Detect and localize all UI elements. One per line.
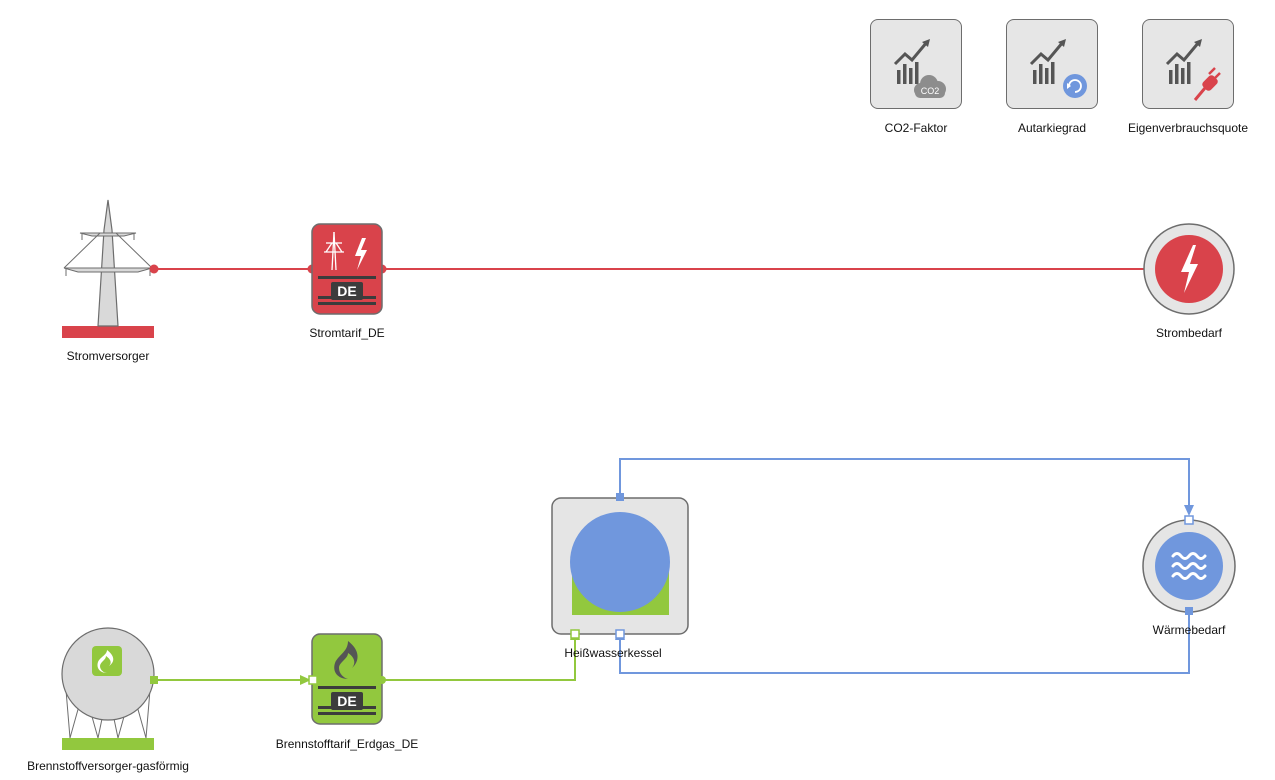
stromversorger-base xyxy=(62,326,154,338)
kpi-label-eigenverbrauchsquote: Eigenverbrauchsquote xyxy=(1127,121,1249,135)
label-brennstoffversorger: Brennstoffversorger-gasförmig xyxy=(27,759,189,773)
pylon-lightning-icon xyxy=(324,231,367,271)
power-pylon-icon xyxy=(63,199,153,327)
cycle-badge-icon xyxy=(1029,39,1087,98)
heat-return-line[interactable] xyxy=(619,612,1190,674)
label-stromversorger: Stromversorger xyxy=(66,349,150,363)
kessel-heat-circle xyxy=(570,512,670,612)
gas-arrow-tarif xyxy=(300,675,311,685)
lightning-icon xyxy=(1181,245,1198,293)
label-stromtarif: Stromtarif_DE xyxy=(309,326,385,340)
kpi-co2-faktor[interactable]: CO2 xyxy=(870,19,962,109)
stromtarif-node[interactable]: DE xyxy=(311,223,383,315)
co2-badge-text: CO2 xyxy=(921,86,940,96)
kessel-heat-in-port[interactable] xyxy=(615,629,625,639)
flame-icon xyxy=(334,641,358,679)
tariff-badge-gas xyxy=(331,692,363,710)
heat-waves-icon xyxy=(1171,552,1207,580)
label-brennstofftarif: Brennstofftarif_Erdgas_DE xyxy=(275,737,419,751)
heat-supply-arrow xyxy=(1184,505,1194,516)
strombedarf-node[interactable] xyxy=(1143,223,1235,315)
kpi-autarkiegrad[interactable] xyxy=(1006,19,1098,109)
brennstofftarif-code: DE xyxy=(337,693,356,709)
brennstoffversorger-node[interactable] xyxy=(61,627,155,750)
kessel-heat-out-port[interactable] xyxy=(616,493,624,501)
label-kessel: Heißwasserkessel xyxy=(564,646,662,660)
kpi-label-autarkiegrad: Autarkiegrad xyxy=(1017,121,1087,135)
tariff-badge xyxy=(331,282,363,300)
waermebedarf-in-port[interactable] xyxy=(1184,515,1194,525)
heisswasserkessel-node[interactable] xyxy=(551,497,689,635)
brennstoffversorger-base xyxy=(62,738,154,750)
kpi-eigenverbrauchsquote[interactable] xyxy=(1142,19,1234,109)
stromversorger-node[interactable] xyxy=(62,199,154,338)
label-strombedarf: Strombedarf xyxy=(1155,326,1223,340)
stromtarif-code: DE xyxy=(337,283,356,299)
kessel-gas-in-port[interactable] xyxy=(570,629,580,639)
brennstofftarif-in-port[interactable] xyxy=(308,675,318,685)
co2-cloud-icon: CO2 xyxy=(893,39,946,98)
plug-badge-icon xyxy=(1165,39,1221,101)
gas-line-tarif-to-kessel[interactable] xyxy=(382,637,576,681)
kpi-label-co2: CO2-Faktor xyxy=(884,121,948,135)
brennstofftarif-node[interactable]: DE xyxy=(311,633,383,725)
brennstoffversorger-port[interactable] xyxy=(150,676,158,684)
waermebedarf-out-port[interactable] xyxy=(1185,607,1193,615)
label-waermebedarf: Wärmebedarf xyxy=(1152,623,1226,637)
stromversorger-port[interactable] xyxy=(149,264,159,274)
waermebedarf-node[interactable] xyxy=(1142,519,1236,613)
heat-supply-line[interactable] xyxy=(619,458,1190,507)
brennstofftarif-out-port[interactable] xyxy=(378,676,386,684)
